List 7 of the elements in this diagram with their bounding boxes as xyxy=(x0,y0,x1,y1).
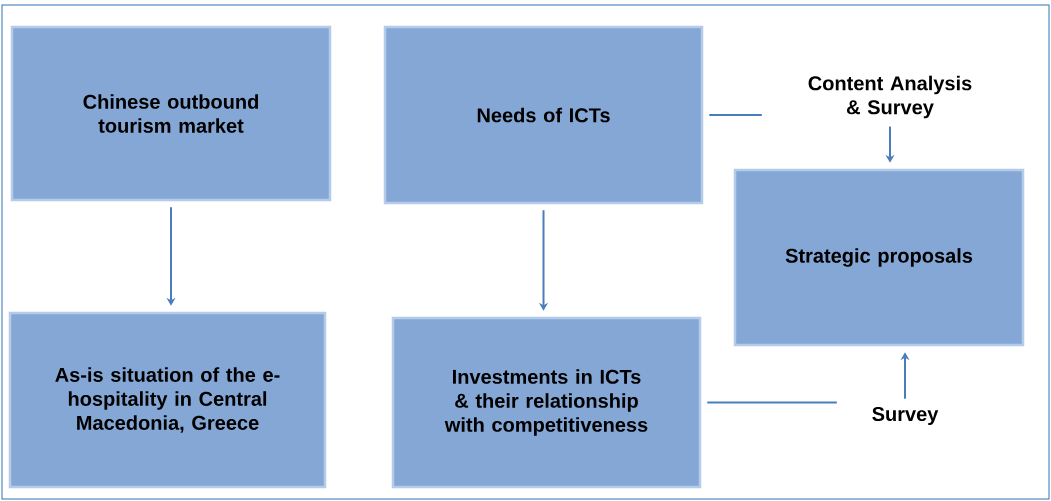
step-label: Survey xyxy=(872,406,939,426)
process-box: Chinese outbound tourism market xyxy=(10,25,332,202)
process-box: As-is situation of the e-hospitality in Central Macedonia, Greece xyxy=(8,311,327,489)
process-box: Needs of ICTs xyxy=(383,25,704,205)
process-box: Strategic proposals xyxy=(733,168,1025,347)
step-label: Content Analysis & Survey xyxy=(808,75,972,119)
process-box: Investments in ICTs & their relationship with competitiveness xyxy=(391,316,702,489)
